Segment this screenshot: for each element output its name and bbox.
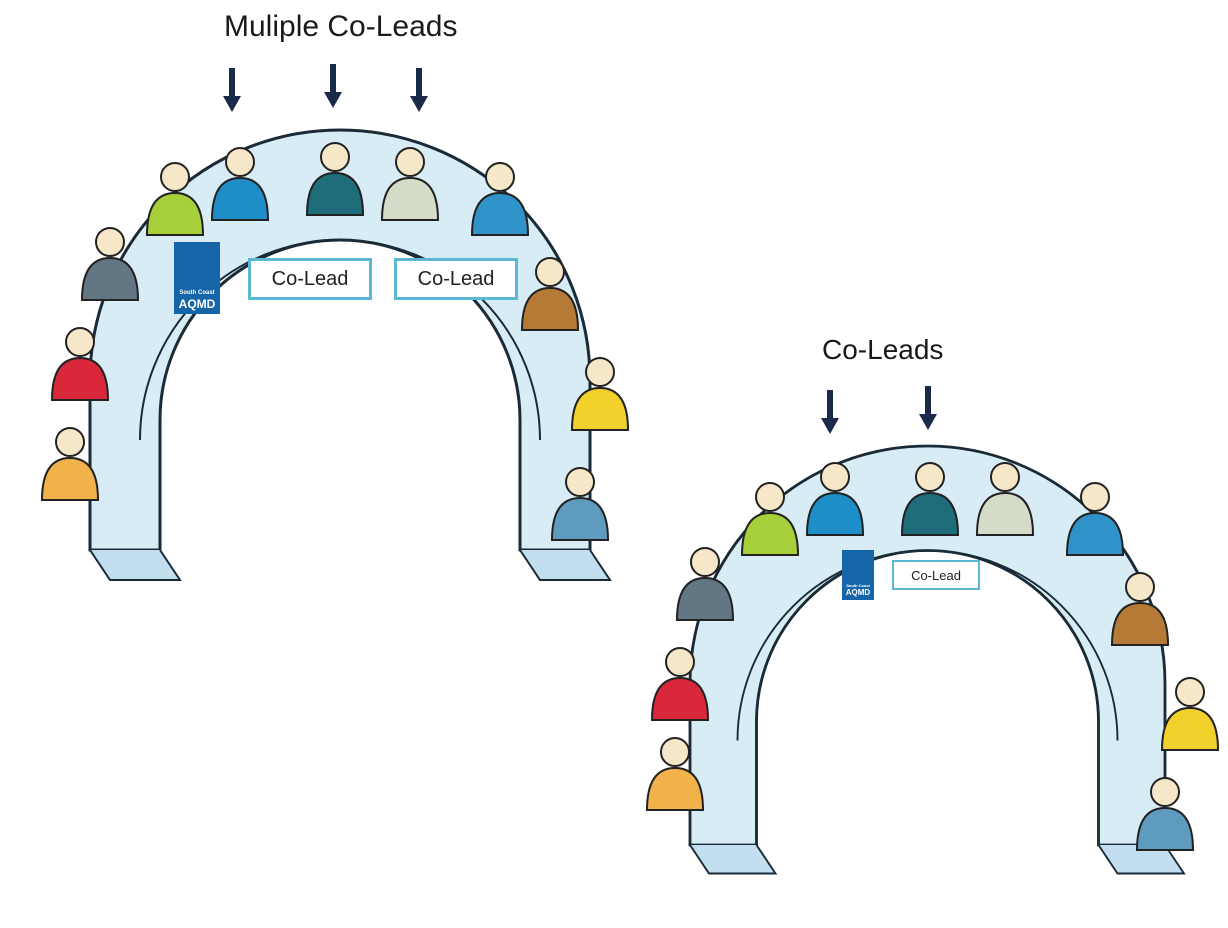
scene-2-heading: Co-Leads (822, 334, 944, 365)
logo-line-2: AQMD (178, 297, 216, 311)
scene-1-heading: Muliple Co-Leads (224, 10, 458, 43)
co-lead-label: Co-Lead (248, 258, 372, 300)
logo-line-1: South Coast (846, 583, 870, 588)
co-lead-label: Co-Lead (394, 258, 518, 300)
logo-line-1: South Coast (179, 290, 215, 296)
aqmd-logo: South Coast AQMD (174, 242, 220, 314)
scene-2-arrows (821, 386, 937, 434)
scene-1-arrows (223, 64, 428, 112)
aqmd-logo: South Coast AQMD (842, 550, 874, 600)
co-lead-label: Co-Lead (892, 560, 980, 590)
logo-line-2: AQMD (845, 588, 871, 597)
